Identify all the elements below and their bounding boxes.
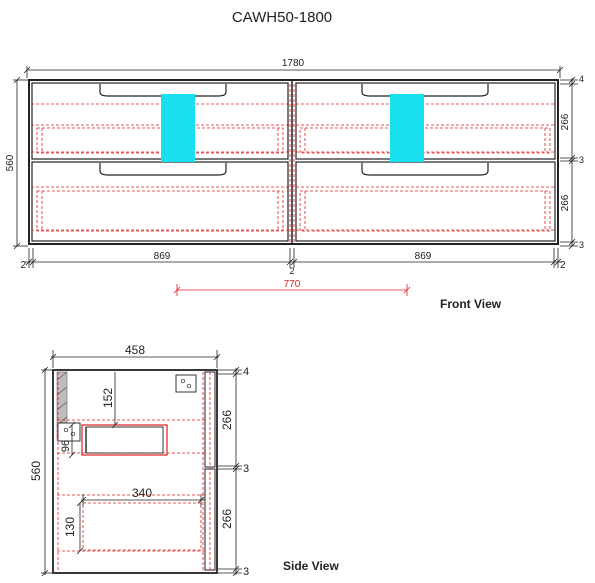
front-red-dimension (173, 284, 411, 296)
front-right-stack-dimension (560, 76, 578, 250)
front-mid-gap-label: 3 (579, 155, 584, 165)
side-bracket-hole (70, 431, 76, 437)
side-front-bracket (175, 374, 197, 393)
side-bottom-gap-label: 3 (243, 566, 249, 578)
front-view-label: Front View (440, 297, 502, 311)
side-depth-dimension (49, 350, 221, 368)
front-right-basin-cutout (390, 94, 424, 162)
side-top-gap-label: 4 (243, 366, 249, 378)
front-height-label: 560 (5, 154, 16, 171)
side-inner-depth-label: 152 (101, 388, 115, 408)
front-right-edge-label: 2 (560, 260, 566, 271)
side-lower-height-label: 130 (63, 517, 77, 537)
front-upper-drawer-label: 266 (560, 113, 571, 130)
front-left-upper-drawer (31, 82, 289, 160)
front-right-upper-pull (361, 84, 489, 97)
side-bracket-hole (63, 427, 69, 433)
side-upper-drawer-label: 266 (220, 410, 234, 430)
front-width-label: 1780 (282, 58, 305, 69)
side-view: 458 560 152 96 (29, 343, 339, 578)
front-bottom-gap-label: 3 (579, 240, 584, 250)
front-left-basin-cutout (161, 94, 195, 162)
front-right-upper-drawer (295, 82, 556, 160)
front-cabinet-outline (28, 79, 559, 245)
front-left-bay-label: 869 (154, 251, 171, 262)
front-left-lower-pull (99, 163, 227, 176)
front-left-edge-label: 2 (20, 260, 26, 271)
side-bracket-hole (186, 383, 192, 389)
front-right-bay-label: 869 (415, 251, 432, 262)
front-top-gap-label: 4 (579, 74, 584, 84)
side-bracket-hole (180, 378, 186, 384)
front-right-lower-pull (361, 163, 489, 176)
side-upper-drawer-box (81, 424, 168, 456)
side-lower-width-label: 340 (132, 486, 152, 500)
side-right-stack-dimension (218, 366, 242, 577)
side-height-label: 560 (29, 461, 43, 481)
side-lower-drawer-label: 266 (220, 509, 234, 529)
drawing-title: CAWH50-1800 (232, 9, 332, 26)
front-width-dimension (23, 66, 564, 78)
side-view-label: Side View (283, 559, 339, 573)
side-depth-label: 458 (125, 343, 145, 357)
side-mid-gap-label: 3 (243, 463, 249, 475)
front-height-dimension (13, 76, 28, 250)
side-rear-bracket (57, 422, 81, 442)
front-left-lower-drawer (31, 161, 289, 242)
side-hidden-lines (57, 372, 211, 570)
side-hatch-line (56, 401, 68, 411)
front-view: 1780 560 4 266 3 266 (5, 58, 584, 311)
side-cabinet-outline (52, 369, 218, 574)
front-red-span-label: 770 (284, 279, 301, 290)
side-inner-height-label: 96 (60, 440, 72, 452)
front-hidden-lines (31, 103, 556, 232)
side-hatch-line (56, 386, 68, 396)
side-inner-depth-dimension (111, 372, 119, 429)
side-height-dimension (41, 366, 52, 577)
side-upper-drawer-inner (85, 426, 164, 454)
side-lower-height-dimension (76, 499, 84, 555)
front-lower-drawer-label: 266 (560, 194, 571, 211)
front-right-lower-drawer (295, 161, 556, 242)
front-bottom-dimension (25, 248, 562, 268)
side-inner-height-dimension (68, 421, 76, 459)
side-hatch-line (56, 371, 68, 381)
front-center-gap-label: 2 (289, 266, 294, 276)
